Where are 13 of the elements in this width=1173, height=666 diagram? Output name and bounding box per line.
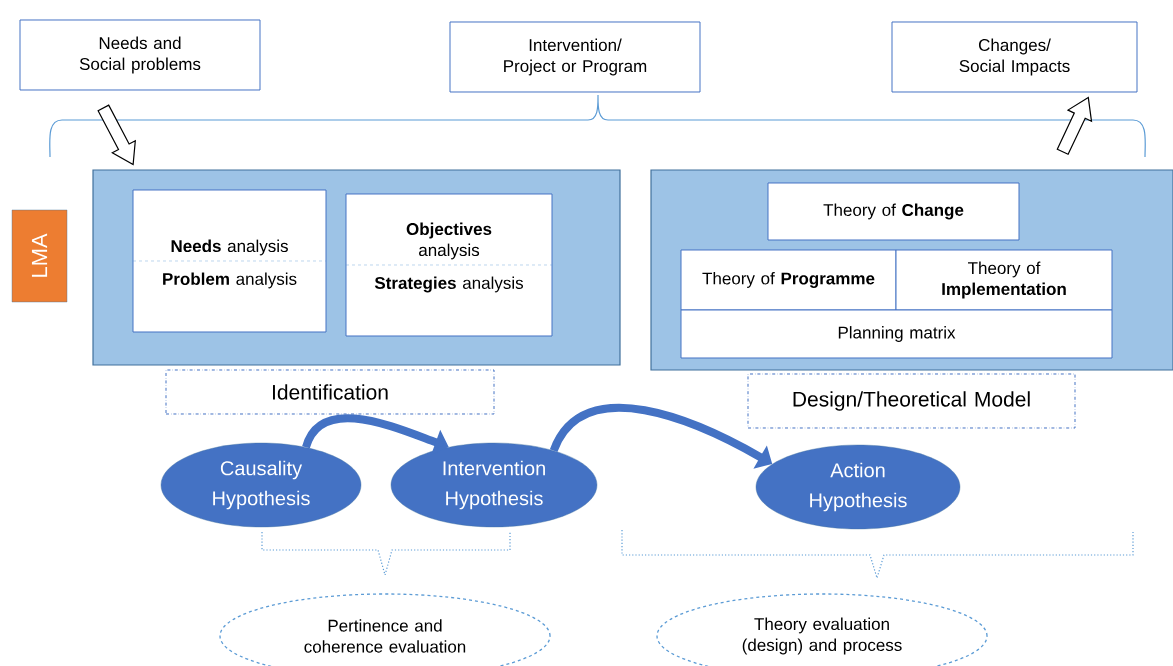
analysis-box: Needs analysis Problem analysis bbox=[132, 189, 327, 333]
text-box: Planning matrix bbox=[680, 309, 1113, 359]
side-label: LMA bbox=[11, 209, 68, 303]
analysis-box: Objectives analysis Strategies analysis bbox=[345, 193, 553, 337]
phase-label: Identification bbox=[165, 369, 495, 415]
text-box: Needs and Social problems bbox=[19, 19, 261, 91]
text-box: Theory of Change bbox=[767, 182, 1020, 241]
text-box: Intervention/ Project or Program bbox=[449, 21, 701, 93]
block-arrow bbox=[97, 104, 136, 166]
text-box: Changes/ Social Impacts bbox=[891, 21, 1138, 93]
text-box: Theory of Programme bbox=[680, 249, 897, 311]
phase-label: Design/Theoretical Model bbox=[747, 373, 1076, 429]
text-box: Theory of Implementation bbox=[895, 249, 1113, 311]
